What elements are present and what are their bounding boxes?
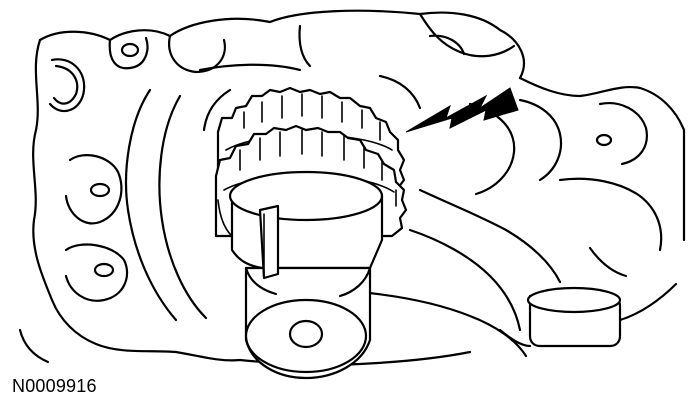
keyway — [258, 204, 280, 280]
figure-id-label: N0009916 — [12, 376, 97, 396]
arrow-icon — [405, 87, 519, 133]
crankshaft-nose — [228, 170, 384, 380]
engine-block-housing — [18, 9, 686, 366]
